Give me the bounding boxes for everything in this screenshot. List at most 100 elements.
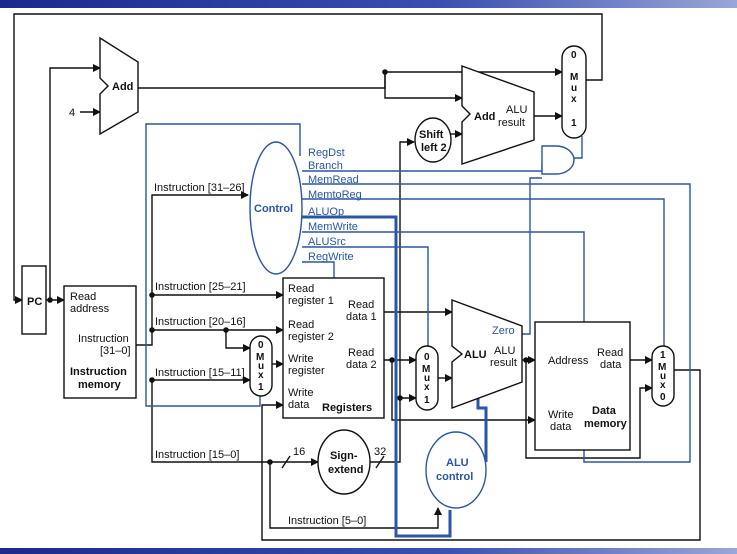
dm-write-data-label: data [550,421,572,433]
im-bits-label: [31–0] [100,345,131,357]
wire-instruction-bus [136,191,249,346]
dm-write-label: Write [548,409,573,421]
memtoreg-mux-m: M [658,362,666,373]
signal-branch: Branch [308,160,343,172]
dm-read-label: Read [597,347,623,359]
branch-result-label: result [498,117,525,129]
rf-read-reg2-a: Read [288,319,314,331]
im-title-1: Instruction [70,366,127,378]
branch-mux-in1: 1 [571,118,577,129]
shift-left-2 [414,117,452,163]
branch-mux-u: u [571,83,577,94]
control-label: Control [254,203,293,215]
wire-pc-to-add [49,64,101,300]
shift-label-1: Shift [419,129,444,141]
constant-four: 4 [69,107,75,119]
title-bar-strip [0,0,737,8]
rf-write-reg-a: Write [288,353,313,365]
alusrc-mux [415,345,439,411]
wire-pc4-to-branch-add [384,72,463,102]
dm-title-2: memory [584,418,628,430]
ctrl-wire-regdst [145,123,301,407]
rf-read-data1-a: Read [348,299,374,311]
regdst-mux-x: x [258,370,264,381]
ctrl-wire-aluop [302,215,452,538]
rf-title: Registers [322,402,372,414]
alusrc-mux-x: x [424,382,430,393]
ctrl-wire-zero [520,177,542,335]
memtoreg-mux-in0: 0 [660,392,666,403]
alusrc-mux-u: u [424,373,430,384]
im-instruction-label: Instruction [78,333,129,345]
ctrl-wire-regwrite [302,261,335,278]
alu-control-unit [425,431,487,509]
branch-add-label: Add [474,111,495,123]
alu-control-label-2: control [436,471,473,483]
rf-read-reg1-a: Read [288,283,314,295]
ctrl-wire-memread [302,183,691,463]
field-25-21: Instruction [25–21] [155,281,246,293]
register-file [282,277,385,419]
signal-memread: MemRead [308,174,359,186]
signal-regdst: RegDst [308,147,345,159]
branch-mux-in0: 0 [571,50,577,61]
regdst-mux-in1: 1 [258,382,264,393]
signal-aluop: ALUOp [308,206,344,218]
wire-next-pc [13,13,603,304]
sign-extend-label-1: Sign- [330,450,358,462]
rf-read-data2-b: data 2 [346,359,377,371]
pc-incrementer-adder [99,36,139,136]
control-unit [249,141,303,275]
alu-control-label-1: ALU [446,457,469,469]
program-counter [21,265,47,335]
branch-target-adder [461,65,535,165]
wire-sign-extended [370,394,417,463]
branch-mux-m: M [570,72,578,83]
instruction-memory [63,285,137,399]
signal-memtoreg: MemtoReg [308,189,362,201]
field-5-0: Instruction [5–0] [288,515,366,527]
field-15-11: Instruction [15–11] [155,367,245,379]
pc-add-label: Add [112,81,133,93]
shift-label-2: left 2 [421,142,447,154]
rf-write-reg-b: register [288,365,325,377]
branch-and-gate [541,145,575,175]
ctrl-wire-pcsrc [574,136,583,159]
dm-title-1: Data [592,405,617,417]
ctrl-wire-memtoreg [302,198,665,348]
footer-bar-strip [0,548,737,554]
data-memory [534,321,631,451]
alusrc-mux-m: M [422,364,430,375]
ctrl-wire-alusrc [302,246,429,346]
field-20-16: Instruction [20–16] [155,316,246,328]
alusrc-mux-in1: 1 [424,395,430,406]
alu-result-label-b: result [490,357,517,369]
memtoreg-mux-u: u [660,371,666,382]
rf-write-data-a: Write [288,387,313,399]
wire-alu-result-bypass [525,360,653,459]
memtoreg-mux [651,345,675,407]
alu-result-label-a: ALU [494,345,515,357]
sign-extend-label-2: extend [328,464,363,476]
regdst-mux-u: u [258,361,264,372]
branch-mux-x: x [571,94,577,105]
memtoreg-mux-in1: 1 [660,350,666,361]
rf-read-data1-b: data 1 [346,311,377,323]
im-read-label: Read [70,291,96,303]
wire-funct-field [269,462,442,529]
rf-read-reg2-b: register 2 [288,331,334,343]
signal-memwrite: MemWrite [308,221,358,233]
rf-read-reg1-b: register 1 [288,295,334,307]
regdst-mux-in0: 0 [258,340,264,351]
dm-address-label: Address [548,355,589,367]
rf-write-data-b: data [288,399,310,411]
rf-read-data2-a: Read [348,347,374,359]
alusrc-mux-in0: 0 [424,352,430,363]
branch-mux [561,45,587,139]
main-alu [451,298,523,410]
wire-write-data [261,369,701,541]
signal-regwrite: RegWrite [308,251,354,263]
sign-extend-unit [317,429,371,495]
field-15-0: Instruction [15–0] [155,449,239,461]
